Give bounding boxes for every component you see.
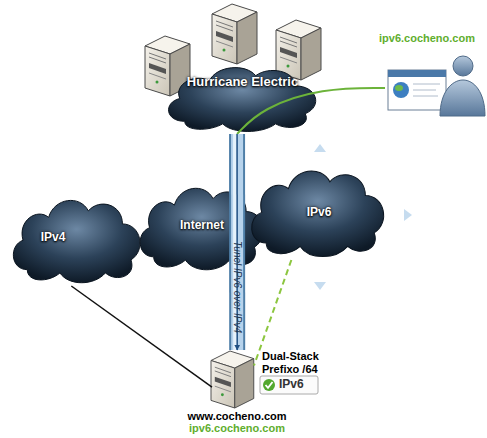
triangle-marker: [314, 144, 326, 152]
host-url: ipv6.cocheno.com: [177, 422, 297, 435]
triangle-marker: [404, 209, 412, 221]
tunnel-fill: [231, 134, 243, 350]
browser-titlebar: [388, 70, 446, 77]
web-access-line: [237, 88, 385, 134]
browser-window: [388, 70, 446, 110]
connector-group: [254, 260, 291, 366]
person-head: [453, 56, 473, 76]
cloud-outline: [252, 171, 384, 257]
host-url: www.cocheno.com: [177, 410, 297, 423]
cloud-shape: [160, 58, 325, 134]
web-user-icon: [388, 56, 485, 116]
page-line: [413, 96, 438, 97]
cloud-network: IPv4: [6, 188, 148, 286]
person-body: [440, 80, 485, 116]
cloud-shape: [6, 188, 148, 286]
badge-label: IPv6: [279, 378, 319, 392]
tunnel-centerline: [236, 134, 238, 350]
web-client: ipv6.cocheno.com: [385, 55, 483, 115]
server-label: Dual-Stack Prefixo /64: [262, 350, 334, 376]
cloud-network: IPv6: [244, 158, 392, 260]
page-line: [413, 90, 436, 91]
cloud-outline: [13, 200, 140, 282]
dual-stack-server-icon: [211, 351, 254, 408]
connector-group: [235, 134, 237, 350]
ipv6-badge: [260, 376, 318, 394]
ipv4-link: [71, 286, 212, 387]
cloud-network: Hurricane Electric: [160, 58, 325, 134]
cloud-label: IPv4: [14, 231, 92, 245]
globe-icon: [393, 82, 409, 98]
edge-label: Tunel IPv6 over IPv4: [232, 241, 243, 333]
badge-box: [260, 376, 318, 394]
cloud-label: Hurricane Electric: [160, 75, 325, 90]
connector-group: [237, 88, 385, 134]
server-icon: [276, 20, 321, 80]
cloud-network: Internet: [133, 176, 271, 273]
triangle-marker: [314, 282, 326, 290]
page-line: [413, 84, 440, 85]
tunnel-highlight: [233, 134, 237, 350]
check-mark: [266, 382, 273, 388]
cloud-label: IPv6: [280, 206, 358, 220]
connector-group: [71, 286, 212, 387]
ipv6-link: [254, 260, 291, 366]
check-circle: [263, 379, 275, 391]
server-icon: [212, 4, 257, 64]
tunnel-pipe: [229, 134, 245, 350]
dual-stack-server: Dual-Stack Prefixo /64IPv6www.cocheno.co…: [212, 350, 254, 412]
cloud-label: Internet: [163, 219, 241, 233]
host-url: ipv6.cocheno.com: [371, 32, 483, 45]
cloud-outline: [140, 188, 263, 269]
globe-land: [395, 85, 403, 91]
